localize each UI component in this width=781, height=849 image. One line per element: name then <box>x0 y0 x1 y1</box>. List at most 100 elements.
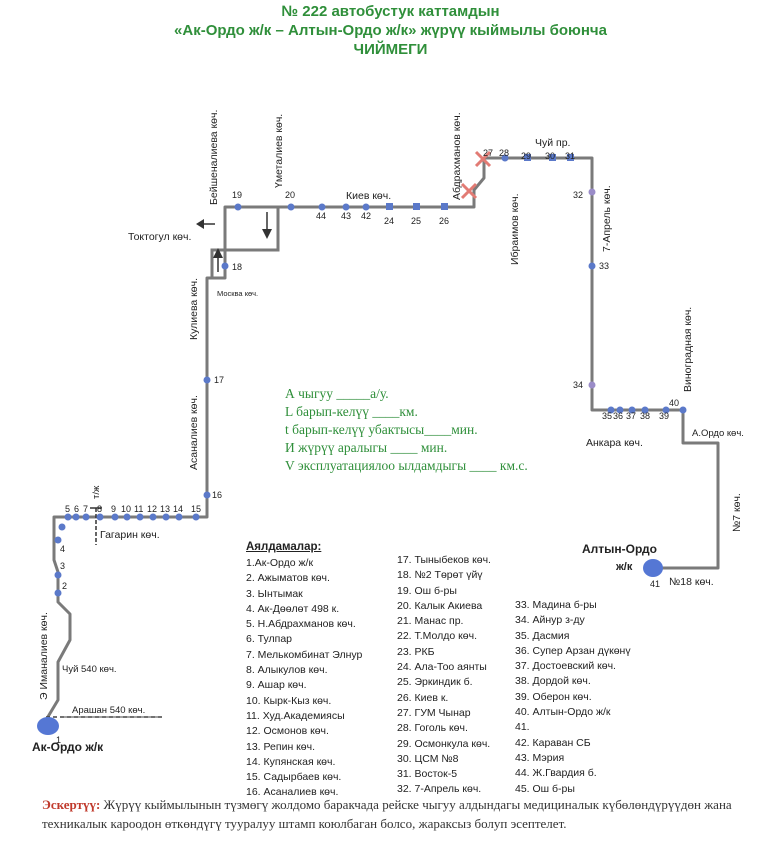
street-label-ankara: Анкара көч. <box>586 437 643 449</box>
stop-dot <box>413 203 420 210</box>
street-label-imanaliev: Э Иманалиев көч. <box>38 612 50 700</box>
legend-item: 24. Ала-Тоо аянты <box>397 661 487 674</box>
stop-dot <box>221 262 229 270</box>
legend-item: 6. Тулпар <box>246 633 293 646</box>
stop-dot <box>567 154 574 161</box>
stop-dot <box>136 513 144 521</box>
info-line-exits: А чыгуу _____а/у. <box>285 386 389 401</box>
stop-dot <box>64 513 72 521</box>
legend-item: 29. Осмонкула көч. <box>397 737 491 750</box>
street-label-umetaliev: Үметалиев көч. <box>273 114 285 188</box>
terminal-end-label-2: ж/к <box>615 561 633 573</box>
legend-item: 15. Садырбаев көч. <box>246 771 342 784</box>
street-label-ibraimov: Ибраимов көч. <box>509 194 521 265</box>
stop-label-1: 1 <box>56 735 61 745</box>
stop-label-34: 34 <box>573 380 583 390</box>
stop-label-27: 27 <box>483 148 493 158</box>
stop-label-11: 11 <box>134 504 143 514</box>
stop-label-19: 19 <box>232 190 242 200</box>
stop-label-24: 24 <box>384 216 394 226</box>
legend-item: 37. Достоевский көч. <box>515 660 616 673</box>
stop-label-41: 41 <box>650 579 660 589</box>
stop-dot <box>641 406 649 414</box>
stop-dot <box>82 513 90 521</box>
arrow-up-icon <box>213 248 223 272</box>
stop-label-8: 8 <box>97 504 102 514</box>
stop-dot <box>287 203 295 211</box>
stop-label-33: 33 <box>599 261 609 271</box>
street-label-gagarin: Гагарин көч. <box>100 529 160 541</box>
route-info-block: А чыгуу _____а/у. L барып-келүү ____км. … <box>285 385 528 475</box>
stop-dot <box>318 203 326 211</box>
stop-dot <box>96 513 104 521</box>
legend-item: 14. Купянская көч. <box>246 755 336 768</box>
stop-label-15: 15 <box>191 504 201 514</box>
street-label-abdrahmanov: Абдрахманов көч. <box>451 112 463 200</box>
legend-item: 31. Восток-5 <box>397 768 458 781</box>
legend-item: 27. ГУМ Чынар <box>397 706 471 719</box>
legend-item: 2. Ажыматов көч. <box>246 572 330 585</box>
legend-item: 12. Осмонов көч. <box>246 725 329 738</box>
stop-label-35: 35 <box>602 411 612 421</box>
stop-dot <box>588 262 596 270</box>
stop-label-10: 10 <box>121 504 131 514</box>
street-label-n7: №7 көч. <box>731 493 743 532</box>
legend-item: 19. Ош б-ры <box>397 584 457 597</box>
stop-label-9: 9 <box>111 504 116 514</box>
legend-item: 16. Асаналиев көч. <box>246 786 339 799</box>
legend-item: 36. Супер Арзан дүкөнү <box>515 644 631 657</box>
legend-column-3: 33. Мадина б-ры 34. Айнур з-ду 35. Дасми… <box>515 598 631 797</box>
legend-item: 25. Эркиндик б. <box>397 676 473 689</box>
stop-label-44: 44 <box>316 211 326 221</box>
stop-label-26: 26 <box>439 216 449 226</box>
stop-dot <box>588 188 596 196</box>
legend-item: 33. Мадина б-ры <box>515 599 597 611</box>
stop-dot <box>54 536 62 544</box>
stop-label-40: 40 <box>669 398 679 408</box>
stop-dot <box>616 406 624 414</box>
stop-label-3: 3 <box>60 561 65 571</box>
legend-item: 28. Гоголь көч. <box>397 722 468 735</box>
legend-item: 43. Мэрия <box>515 751 565 764</box>
legend-item: 40. Алтын-Ордо ж/к <box>515 706 611 719</box>
legend-item: 34. Айнур з-ду <box>515 614 585 627</box>
street-label-asanaliev: Асаналиев көч. <box>188 395 200 470</box>
stop-dot <box>234 203 242 211</box>
legend-column-2: 17. Тыныбеков көч. 18. №2 Төрөт үйү 19. … <box>397 553 491 798</box>
stop-label-16: 16 <box>212 490 222 500</box>
stop-dot <box>524 154 531 161</box>
street-label-kuliev: Кулиева көч. <box>188 278 200 340</box>
stop-label-4: 4 <box>60 544 65 554</box>
street-label-april7: 7-Апрель көч. <box>601 185 613 252</box>
footer-note: Эскертүү: Жүрүү кыймылынын түзмөгү жолдо… <box>42 795 758 833</box>
stop-dot <box>501 154 509 162</box>
stop-dot <box>72 513 80 521</box>
stop-dot <box>149 513 157 521</box>
stop-dot <box>441 203 448 210</box>
stop-dot <box>549 154 556 161</box>
stop-label-2: 2 <box>62 581 67 591</box>
stop-dot <box>54 571 62 579</box>
title-line-3: ЧИЙМЕГИ <box>353 41 428 58</box>
street-label-arashan-540: Арашан 540 көч. <box>72 705 145 716</box>
legend-item: 39. Оберон көч. <box>515 690 592 703</box>
info-line-interval: И жүрүү аралыгы ____ мин. <box>285 440 448 455</box>
legend-item: 11. Худ.Академиясы <box>246 709 345 722</box>
stop-dot <box>111 513 119 521</box>
stop-dot <box>362 203 370 211</box>
stop-label-7: 7 <box>83 504 88 514</box>
legend-item: 4. Ак-Дөөлөт 498 к. <box>246 602 340 615</box>
terminal-start-marker <box>37 717 59 735</box>
terminal-end-label: Алтын-Ордо <box>582 542 657 556</box>
street-label-kiev: Киев көч. <box>346 190 391 202</box>
title-line-2: «Ак-Ордо ж/к – Алтын-Ордо ж/к» жүрүү кый… <box>174 22 607 39</box>
stop-label-17: 17 <box>214 375 224 385</box>
legend-item: 8. Алыкулов көч. <box>246 664 328 677</box>
street-label-tzh: т/ж <box>91 485 102 499</box>
stop-label-29: 29 <box>521 151 531 161</box>
legend-item: 41. <box>515 721 530 734</box>
legend-item: 20. Калык Акиева <box>397 599 483 612</box>
stop-label-14: 14 <box>173 504 183 514</box>
route-line <box>44 156 720 721</box>
